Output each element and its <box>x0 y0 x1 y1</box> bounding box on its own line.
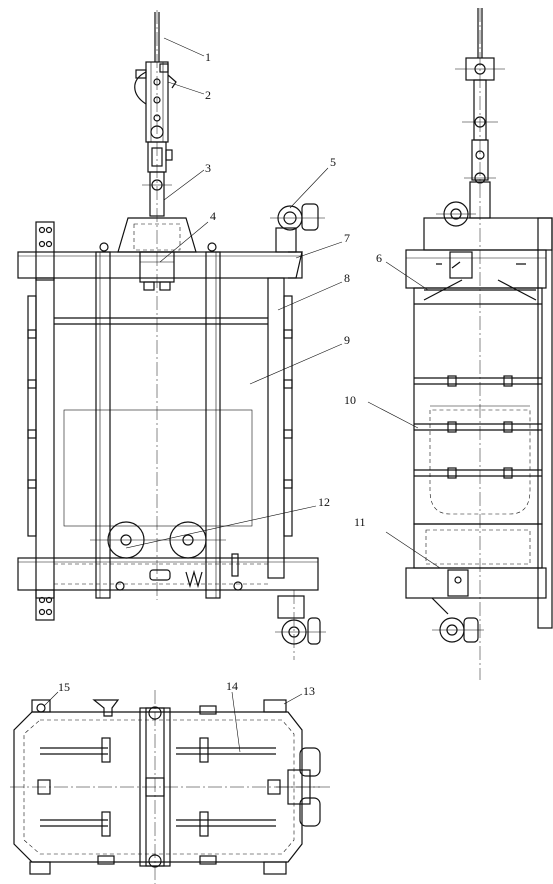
callout-4: 4 <box>210 209 216 223</box>
callout-12: 12 <box>318 495 330 509</box>
callout-13: 13 <box>303 684 315 698</box>
callout-10: 10 <box>344 393 356 407</box>
hook-assembly <box>134 61 177 143</box>
callout-9: 9 <box>344 333 350 347</box>
callout-7: 7 <box>344 231 350 245</box>
callout-6: 6 <box>376 251 382 265</box>
callout-3: 3 <box>205 161 211 175</box>
side-shackle <box>455 57 505 219</box>
callout-11: 11 <box>354 515 366 529</box>
callout-2: 2 <box>205 88 211 102</box>
top-view <box>10 690 330 884</box>
link-body <box>142 141 173 217</box>
front-leaders <box>125 37 343 549</box>
side-view <box>367 8 553 680</box>
callout-15: 15 <box>58 680 70 694</box>
callout-5: 5 <box>330 155 336 169</box>
top-beam <box>17 242 303 279</box>
top-wheel <box>270 203 325 253</box>
side-frame <box>405 217 553 643</box>
callout-1: 1 <box>205 50 211 64</box>
front-view <box>17 10 343 660</box>
callout-8: 8 <box>344 271 350 285</box>
callout-14: 14 <box>226 679 238 693</box>
main-frame <box>17 221 326 660</box>
callout-labels: 1 2 3 4 5 6 7 8 9 10 11 12 13 14 15 <box>58 50 382 698</box>
